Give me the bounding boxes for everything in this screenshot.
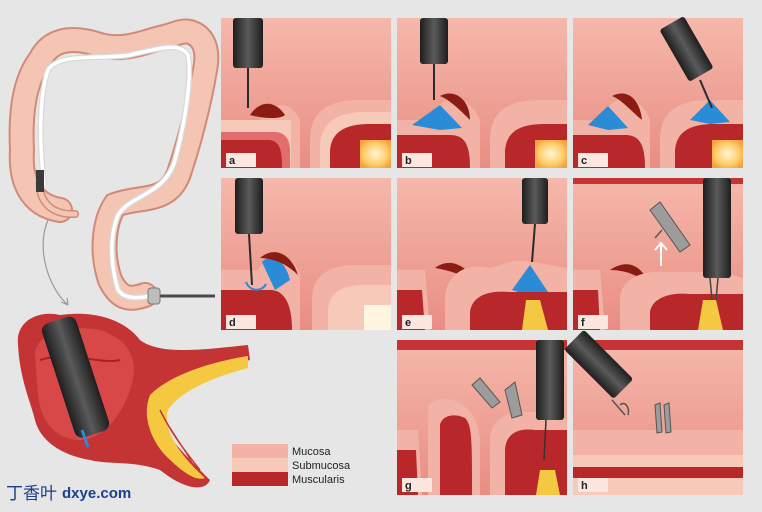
legend-label-submucosa: Submucosa — [292, 460, 351, 472]
legend-swatch-muscularis — [232, 472, 288, 486]
panel-label-d: d — [229, 317, 236, 329]
watermark-domain: dxye.com — [62, 485, 131, 502]
panel-e: e — [397, 178, 567, 330]
panel-label-h: h — [581, 480, 588, 492]
panel-label-b: b — [405, 155, 412, 167]
legend-label-mucosa: Mucosa — [292, 446, 331, 458]
panel-g: g — [397, 340, 567, 495]
tissue-legend: Mucosa Submucosa Muscularis — [232, 444, 351, 486]
zoomed-lumen-view — [17, 313, 250, 488]
panel-label-f: f — [581, 317, 585, 329]
panel-label-g: g — [405, 480, 412, 492]
panel-label-a: a — [229, 155, 236, 167]
panel-label-c: c — [581, 155, 587, 167]
panel-b: b — [397, 18, 567, 168]
panel-f: f — [573, 178, 743, 330]
legend-swatch-mucosa — [232, 444, 288, 458]
watermark-chinese: 丁香叶 — [6, 484, 57, 504]
panel-d: d — [221, 178, 391, 330]
panel-label-e: e — [405, 317, 411, 329]
legend-label-muscularis: Muscularis — [292, 474, 345, 486]
legend-swatch-submucosa — [232, 458, 288, 472]
panel-c: c — [573, 17, 743, 168]
watermark: 丁香叶 dxye.com — [6, 484, 131, 504]
panel-h: h — [565, 330, 743, 495]
colon-overview — [8, 18, 220, 311]
panel-a: a — [221, 18, 391, 168]
